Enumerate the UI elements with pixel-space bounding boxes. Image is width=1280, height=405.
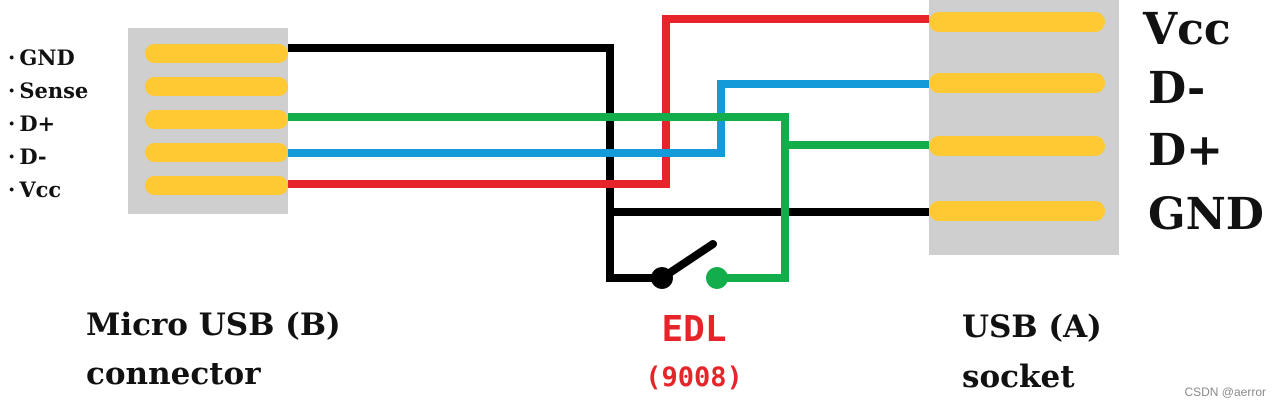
- micro-usb-pin-gnd: [145, 44, 288, 63]
- wire-vcc: [288, 15, 929, 188]
- usb-a-pin-dplus: [929, 136, 1105, 156]
- micro-usb-pin-vcc: [145, 176, 288, 195]
- usb-a-pin-labels: Vcc D- D+ GND: [1142, 4, 1264, 240]
- usb-a-pin-gnd: [929, 201, 1105, 221]
- connector-captions: Micro USB (B) connector USB (A) socket: [86, 307, 1102, 395]
- micro-usb-label-sense: ·Sense: [8, 78, 88, 103]
- wire-gnd-to-switch: [606, 208, 662, 282]
- micro-usb-pin-dplus: [145, 110, 288, 129]
- micro-usb-pin-dminus: [145, 143, 288, 162]
- edl-label: EDL: [661, 309, 726, 350]
- wire-gnd: [288, 44, 929, 216]
- wire-dplus: [288, 113, 789, 282]
- micro-usb-label-dminus: ·D-: [8, 144, 47, 169]
- usb-a-pin-dminus: [929, 73, 1105, 93]
- usb-a-label-gnd: GND: [1148, 189, 1264, 240]
- micro-usb-caption-line1: Micro USB (B): [86, 307, 341, 343]
- micro-usb-pin-sense: [145, 77, 288, 96]
- usb-a-label-dminus: D-: [1148, 63, 1205, 114]
- micro-usb-label-gnd: ·GND: [8, 45, 75, 70]
- usb-a-caption-line2: socket: [962, 359, 1075, 395]
- micro-usb-label-vcc: ·Vcc: [8, 177, 61, 202]
- micro-usb-label-dplus: ·D+: [8, 111, 55, 136]
- watermark: CSDN @aerror: [1184, 385, 1266, 399]
- switch-contact-green: [706, 267, 728, 289]
- usb-a-label-vcc: Vcc: [1142, 4, 1231, 55]
- switch-contact-black: [651, 267, 673, 289]
- edl-switch: EDL (9008): [645, 240, 743, 393]
- edl-mode-label: (9008): [645, 362, 743, 393]
- wires: [288, 15, 929, 282]
- micro-usb-connector: [128, 28, 288, 214]
- usb-a-label-dplus: D+: [1148, 125, 1223, 176]
- usb-a-pin-vcc: [929, 12, 1105, 32]
- usb-a-caption-line1: USB (A): [962, 309, 1102, 345]
- micro-usb-caption-line2: connector: [86, 356, 261, 392]
- micro-usb-pin-labels: ·GND ·Sense ·D+ ·D- ·Vcc: [8, 45, 88, 202]
- usb-a-socket: [929, 0, 1119, 255]
